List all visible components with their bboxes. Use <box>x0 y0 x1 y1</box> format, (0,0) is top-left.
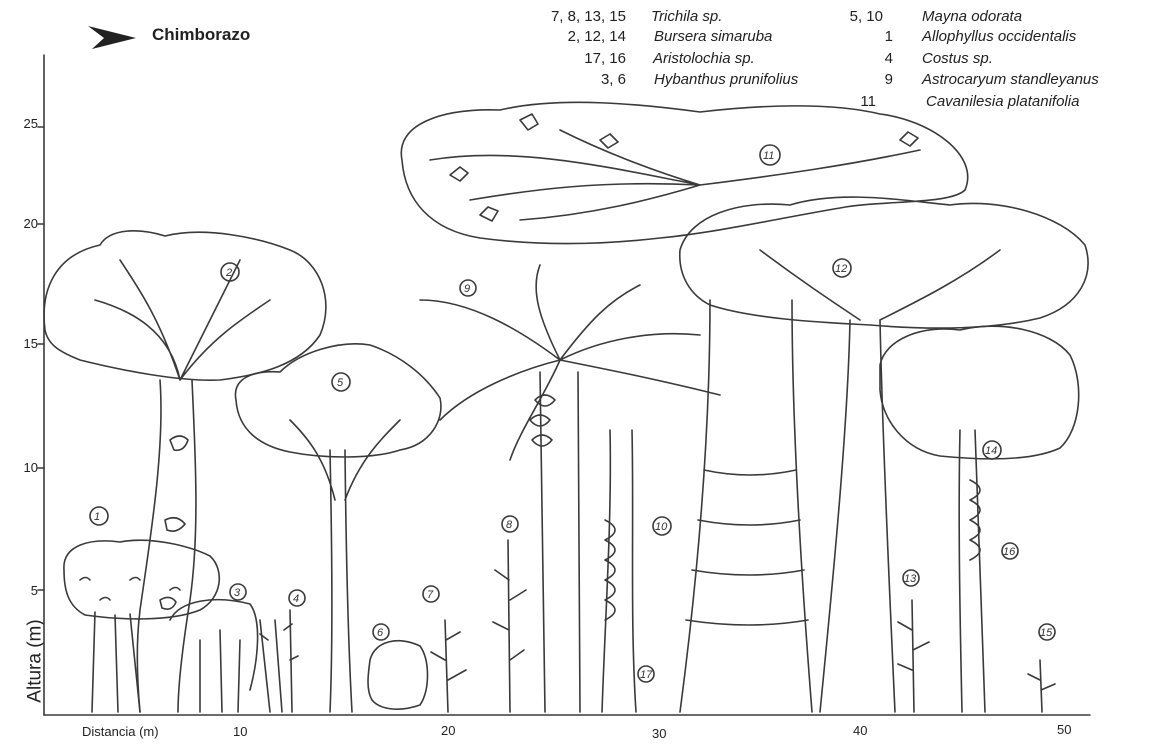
shrubs-6-7 <box>368 586 466 712</box>
tree-12 <box>680 197 1088 712</box>
axes-lines <box>38 55 1090 715</box>
tree-label-9: 9 <box>464 283 470 295</box>
tree-label-5: 5 <box>337 377 344 389</box>
tree-9-palm <box>420 265 720 712</box>
tree-label-11: 11 <box>763 150 774 162</box>
shrubs-3-4 <box>170 584 305 712</box>
tree-label-6: 6 <box>377 627 384 639</box>
tree-label-4: 4 <box>293 593 299 605</box>
tree-2 <box>44 231 326 712</box>
tree-11-canopy <box>401 102 967 243</box>
tree-label-16: 16 <box>1003 546 1016 558</box>
tree-label-3: 3 <box>234 587 241 599</box>
tree-label-10: 10 <box>655 521 668 533</box>
tree-8 <box>493 516 526 712</box>
tree-14-16 <box>880 326 1079 712</box>
tree-label-17: 17 <box>640 669 653 681</box>
tree-10 <box>602 430 671 712</box>
tree-label-7: 7 <box>427 589 434 601</box>
shrubs-13-15 <box>898 570 1055 712</box>
tree-label-2: 2 <box>225 267 232 279</box>
tree-label-15: 15 <box>1040 627 1053 639</box>
tree-label-12: 12 <box>835 263 847 275</box>
tree-label-14: 14 <box>985 445 997 457</box>
tree-5 <box>235 344 441 712</box>
tree-label-8: 8 <box>506 519 513 531</box>
tree-label-1: 1 <box>94 511 100 523</box>
tree-11-trunk <box>680 300 812 712</box>
tree-label-13: 13 <box>904 573 917 585</box>
